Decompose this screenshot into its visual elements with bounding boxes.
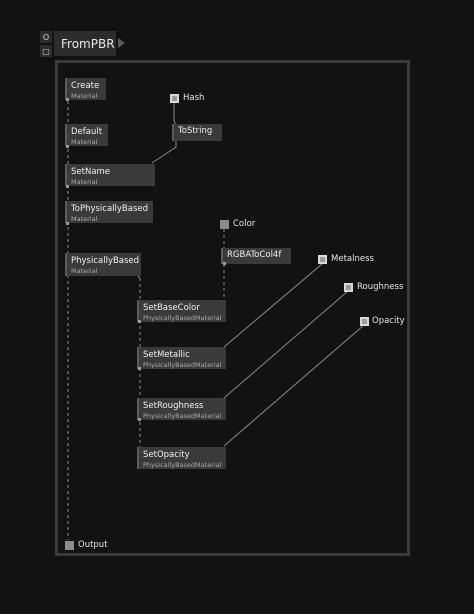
node-title: Create xyxy=(71,81,100,91)
node-subtitle: Material xyxy=(71,267,98,275)
pin-roughness-out[interactable] xyxy=(138,418,141,421)
node-title: PhysicallyBased xyxy=(71,256,140,266)
pin-metallic-out[interactable] xyxy=(138,367,141,370)
node-title: SetRoughness xyxy=(143,401,204,411)
subgraph-frame xyxy=(55,60,410,556)
wire-pbr-split xyxy=(137,275,141,280)
node-title: SetOpacity xyxy=(143,450,190,460)
opacity-label: Opacity xyxy=(372,316,405,326)
node-set-opacity[interactable]: SetOpacity PhysicallyBasedMaterial xyxy=(137,447,226,469)
play-arrow-icon[interactable] xyxy=(118,38,125,48)
pin-setname-out[interactable] xyxy=(66,185,69,188)
node-subtitle: Material xyxy=(71,215,98,223)
hash-label: Hash xyxy=(183,93,205,103)
graph-title[interactable]: FromPBR xyxy=(54,31,116,56)
node-subtitle: PhysicallyBasedMaterial xyxy=(143,461,222,469)
node-subtitle: PhysicallyBasedMaterial xyxy=(143,412,222,420)
pin-rgba-out[interactable] xyxy=(223,262,226,265)
node-title: SetBaseColor xyxy=(143,303,200,313)
wire-tostring-setname xyxy=(151,140,177,164)
color-label: Color xyxy=(233,219,256,229)
node-to-string[interactable]: ToString xyxy=(172,124,222,141)
node-subtitle: Material xyxy=(71,178,98,186)
pin-create-out[interactable] xyxy=(66,98,69,101)
node-title: ToString xyxy=(178,126,213,136)
node-create[interactable]: Create Material xyxy=(65,78,106,100)
node-title: RGBAToCol4f xyxy=(227,250,282,260)
wire-roughness xyxy=(223,290,349,399)
metalness-label: Metalness xyxy=(331,254,374,264)
node-physically-based[interactable]: PhysicallyBased Material xyxy=(65,253,141,276)
opacity-port-icon[interactable] xyxy=(360,317,369,326)
output-label: Output xyxy=(78,540,108,550)
expand-toggle[interactable]: □ xyxy=(40,45,52,57)
node-set-roughness[interactable]: SetRoughness PhysicallyBasedMaterial xyxy=(137,398,226,420)
node-subtitle: PhysicallyBasedMaterial xyxy=(143,361,222,369)
pin-topbr-out[interactable] xyxy=(66,222,69,225)
hash-port-icon[interactable] xyxy=(170,94,179,103)
wire-opacity xyxy=(223,324,365,447)
pin-basecolor-out[interactable] xyxy=(138,320,141,323)
roughness-port-icon[interactable] xyxy=(344,283,353,292)
node-title: Default xyxy=(71,127,103,137)
wire-metalness xyxy=(223,263,323,348)
node-subtitle: PhysicallyBasedMaterial xyxy=(143,314,222,322)
node-set-metallic[interactable]: SetMetallic PhysicallyBasedMaterial xyxy=(137,347,226,369)
node-title: SetName xyxy=(71,167,111,177)
collapse-toggle[interactable]: O xyxy=(40,31,52,43)
roughness-label: Roughness xyxy=(357,282,404,292)
color-port-icon[interactable] xyxy=(220,220,229,229)
pin-default-out[interactable] xyxy=(66,145,69,148)
node-subtitle: Material xyxy=(71,138,98,146)
node-title: SetMetallic xyxy=(143,350,190,360)
node-rgba-to-col4f[interactable]: RGBAToCol4f xyxy=(221,248,291,264)
node-set-name[interactable]: SetName Material xyxy=(65,164,155,186)
node-default[interactable]: Default Material xyxy=(65,124,108,146)
node-set-base-color[interactable]: SetBaseColor PhysicallyBasedMaterial xyxy=(137,300,226,322)
metalness-port-icon[interactable] xyxy=(318,255,327,264)
output-port-icon[interactable] xyxy=(65,541,74,550)
node-title: ToPhysicallyBased xyxy=(71,204,149,214)
node-subtitle: Material xyxy=(71,92,98,100)
node-to-physically-based[interactable]: ToPhysicallyBased Material xyxy=(65,201,153,223)
